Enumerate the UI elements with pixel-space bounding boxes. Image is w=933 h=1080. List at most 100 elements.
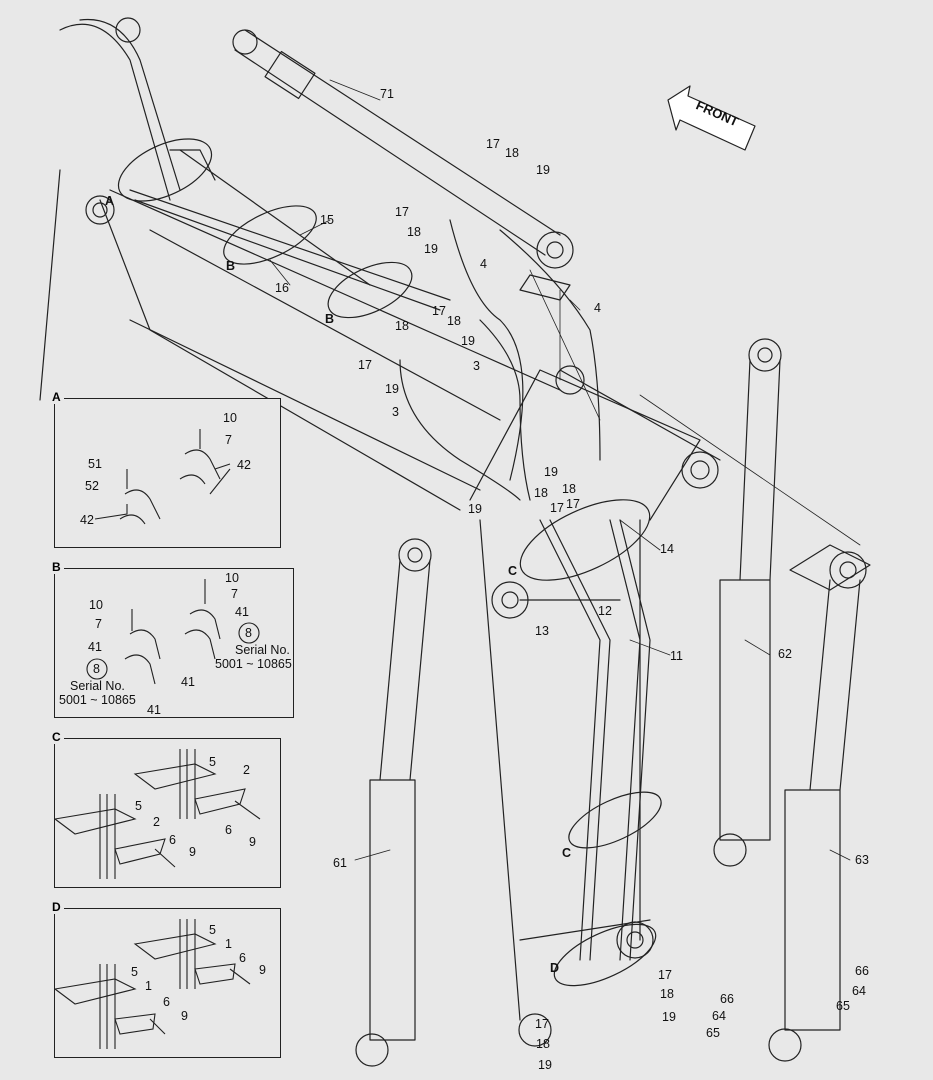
marker-b2: B: [325, 312, 334, 326]
detail-inset-a: A 10 7 42 51 52 42: [49, 390, 281, 548]
inset-d-drawing: [53, 919, 251, 1049]
inset-c-6a: 6: [225, 823, 232, 837]
inset-a-52: 52: [85, 479, 99, 493]
marker-b1: B: [226, 259, 235, 273]
inset-b-drawing: [86, 579, 260, 685]
boom-cylinder-71: [232, 29, 574, 269]
callout-18d: 18: [395, 319, 409, 333]
callout-64a: 64: [852, 984, 866, 998]
detail-inset-b: B 10 7 41 8 Serial No. 5001 ~ 10865 41 1…: [49, 560, 294, 718]
inset-b-41d: 41: [147, 703, 161, 717]
inset-b-10a: 10: [225, 571, 239, 585]
main-callouts: 71 17 18 19 17 18 19 15 16 4 4 17 18 19 …: [275, 87, 869, 1072]
callout-18g: 18: [660, 987, 674, 1001]
inset-a-title: A: [49, 390, 64, 404]
inset-a-42b: 42: [80, 513, 94, 527]
marker-d: D: [550, 961, 559, 975]
inset-a-10: 10: [223, 411, 237, 425]
callout-63: 63: [855, 853, 869, 867]
cylinder-63: [768, 551, 867, 1062]
marker-a: A: [105, 194, 114, 208]
lines-11-16: [129, 149, 651, 961]
inset-c-9a: 9: [249, 835, 256, 849]
callout-65b: 65: [706, 1026, 720, 1040]
inset-c-drawing: [53, 749, 261, 879]
callout-19b: 19: [424, 242, 438, 256]
inset-c-5a: 5: [209, 755, 216, 769]
callout-18h: 18: [536, 1037, 550, 1051]
callout-18b: 18: [407, 225, 421, 239]
inset-d-9b: 9: [181, 1009, 188, 1023]
callout-17a: 17: [486, 137, 500, 151]
inset-b-41c: 41: [88, 640, 102, 654]
inset-d-5a: 5: [209, 923, 216, 937]
callout-3b: 3: [392, 405, 399, 419]
cylinder-61: [355, 538, 432, 1067]
inset-c-title: C: [49, 730, 64, 744]
callout-18a: 18: [505, 146, 519, 160]
callout-19e: 19: [544, 465, 558, 479]
marker-c1: C: [508, 564, 517, 578]
callout-12: 12: [598, 604, 612, 618]
inset-c-2a: 2: [243, 763, 250, 777]
callout-71: 71: [380, 87, 394, 101]
callout-19h: 19: [538, 1058, 552, 1072]
marker-c2: C: [562, 846, 571, 860]
inset-b-10b: 10: [89, 598, 103, 612]
callout-17c: 17: [432, 304, 446, 318]
callout-61: 61: [333, 856, 347, 870]
inset-d-6b: 6: [163, 995, 170, 1009]
callout-3a: 3: [473, 359, 480, 373]
leader-lines: [269, 79, 861, 861]
inset-a-42a: 42: [237, 458, 251, 472]
arm-structure: [469, 365, 721, 1047]
callout-18e: 18: [562, 482, 576, 496]
detail-inset-d: D 5 1 6 9 5 1 6 9: [49, 900, 281, 1058]
inset-b-7a: 7: [231, 587, 238, 601]
inset-b-8a: 8: [245, 626, 252, 640]
inset-b-41a: 41: [235, 605, 249, 619]
callout-65a: 65: [836, 999, 850, 1013]
callout-19a: 19: [536, 163, 550, 177]
callout-19g: 19: [662, 1010, 676, 1024]
inset-b-title: B: [49, 560, 64, 574]
callout-17e: 17: [566, 497, 580, 511]
callout-17f: 17: [550, 501, 564, 515]
inset-b-7b: 7: [95, 617, 102, 631]
inset-d-5b: 5: [131, 965, 138, 979]
hoses-3-4: [399, 219, 601, 501]
inset-b-serial-a2: 5001 ~ 10865: [215, 657, 292, 671]
callout-19c: 19: [461, 334, 475, 348]
callout-4b: 4: [594, 301, 601, 315]
callout-4a: 4: [480, 257, 487, 271]
callout-16: 16: [275, 281, 289, 295]
callout-11: 11: [670, 649, 683, 663]
callout-17g: 17: [658, 968, 672, 982]
callout-17b: 17: [395, 205, 409, 219]
detail-ellipses: [117, 138, 662, 987]
inset-c-5b: 5: [135, 799, 142, 813]
inset-b-serial-a1: Serial No.: [235, 643, 290, 657]
inset-b-8b: 8: [93, 662, 100, 676]
callout-18c: 18: [447, 314, 461, 328]
inset-d-1b: 1: [145, 979, 152, 993]
inset-c-6b: 6: [169, 833, 176, 847]
detail-inset-c: C 5 2 6 9 5 2 6 9: [49, 730, 281, 888]
callout-62: 62: [778, 647, 792, 661]
inset-c-2b: 2: [153, 815, 160, 829]
inset-b-serial-b1: Serial No.: [70, 679, 125, 693]
inset-b-serial-b2: 5001 ~ 10865: [59, 693, 136, 707]
callout-13: 13: [535, 624, 549, 638]
inset-d-title: D: [49, 900, 64, 914]
inset-a-7: 7: [225, 433, 232, 447]
cylinder-62: [713, 338, 782, 867]
inset-a-drawing: [94, 429, 231, 525]
callout-66a: 66: [855, 964, 869, 978]
inset-d-1a: 1: [225, 937, 232, 951]
callout-14: 14: [660, 542, 674, 556]
callout-15: 15: [320, 213, 334, 227]
callout-19d: 19: [385, 382, 399, 396]
inset-b-41b: 41: [181, 675, 195, 689]
section-markers: A B B C C D: [105, 194, 571, 975]
